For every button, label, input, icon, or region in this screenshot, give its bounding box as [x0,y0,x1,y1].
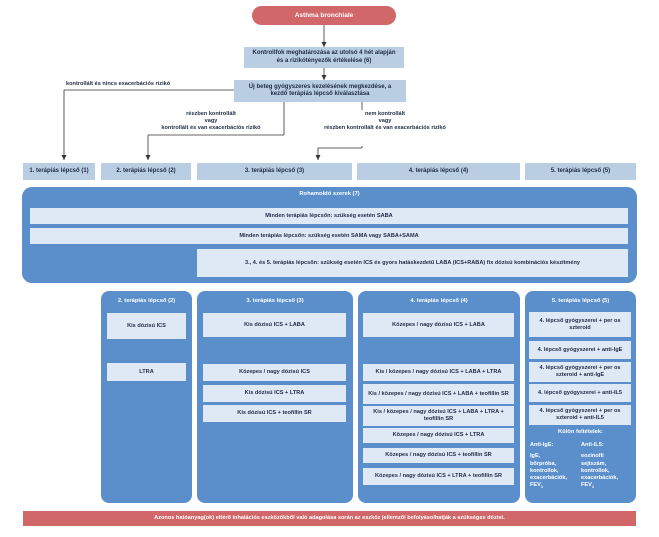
step-5-item-5: 4. lépcső gyógyszerei + per os szteroid … [529,405,631,425]
step-3-item-2: Közepes / nagy dózisú ICS [203,364,346,381]
step-4-item-5: Közepes / nagy dózisú ICS + LTRA [363,428,514,443]
step-5-item-4: 4. lépcső gyógyszerei + anti-IL5 [529,384,631,402]
special-conditions-title: Külön feltételek: [557,429,604,435]
reliever-title: Rohamoldó szerek (7) [299,191,360,197]
arrowhead [145,155,151,160]
branch-label-2: részben kontrollált vagy kontrollált és … [161,111,261,131]
reliever-saba: Minden terápiás lépcsőn: szükség esetén … [30,208,628,224]
step-5-item-2: 4. lépcső gyógyszerei + anti-IgE [529,341,631,359]
arrowhead [61,155,67,160]
anti-il5-conditions: Anti-IL5: eozinofil sejtszám, kontrollok… [581,442,633,490]
step-2-ltra: LTRA [107,363,186,381]
step-3-item-3: Kis dózisú ICS + LTRA [203,385,346,402]
arrowhead [315,155,321,160]
branch-label-1: kontrollált és nincs exacerbációs rizikó [66,81,171,87]
step-5-item-1: 4. lépcső gyógyszerei + per os szteroid [529,312,631,337]
step-3-item-4: Kis dózisú ICS + teofillin SR [203,405,346,422]
step-4-item-6: Közepes / nagy dózisú ICS + teofillin SR [363,448,514,463]
arrowhead [321,42,327,47]
fev1-label: FEV1 [581,482,595,490]
arrowhead [321,75,327,80]
step-2-panel-title: 2. terápiás lépcső (2) [117,298,176,304]
step-4-item-3: Kis / közepes / nagy dózisú ICS + LABA +… [363,384,514,404]
step-4-item-1: Közepes / nagy dózisú ICS + LABA [363,313,514,337]
step-5-item-3: 4. lépcső gyógyszerei + per os szteroid … [529,362,631,382]
footer-note: Azonos hatóanyag(ok) eltérő inhalációs e… [23,511,636,526]
step-2-box: 2. terápiás lépcső (2) [101,163,191,180]
step-4-item-7: Közepes / nagy dózisú ICS + LTRA + teofi… [363,468,514,485]
step-2-low-ics: Kis dózisú ICS [107,313,186,339]
step-4-item-2: Kis / közepes / nagy dózisú ICS + LABA +… [363,364,514,381]
reliever-sama: Minden terápiás lépcsőn: szükség esetén … [30,228,628,244]
step-3-panel-title: 3. terápiás lépcső (3) [246,298,304,304]
control-assessment-box: Kontrollfok meghatározása az utolsó 4 hé… [244,47,404,68]
anti-ige-conditions: Anti-IgE: IgE, bőrpróba, kontrollok, exa… [530,442,580,490]
title-box: Asthma bronchiale [252,6,396,25]
step-4-box: 4. terápiás lépcső (4) [357,163,520,180]
new-patient-box: Új beteg gyógyszeres kezelésének megkezd… [234,80,406,102]
reliever-ics-raba: 3., 4. és 5. terápiás lépcsőn: szükség e… [197,249,628,277]
step-5-panel-title: 5. terápiás lépcső (5) [551,298,610,304]
step-3-item-1: Kis dózisú ICS + LABA [203,313,346,337]
step-5-box: 5. terápiás lépcső (5) [525,163,636,180]
step-3-box: 3. terápiás lépcső (3) [197,163,352,180]
fev1-label: FEV1 [530,482,544,490]
step-1-box: 1. terápiás lépcső (1) [23,163,95,180]
step-4-panel-title: 4. terápiás lépcső (4) [410,298,468,304]
branch-label-3: nem kontrollált vagy részben kontrollált… [324,111,446,131]
step-4-item-4: Kis / közepes / nagy dózisú ICS + LABA +… [363,406,514,426]
